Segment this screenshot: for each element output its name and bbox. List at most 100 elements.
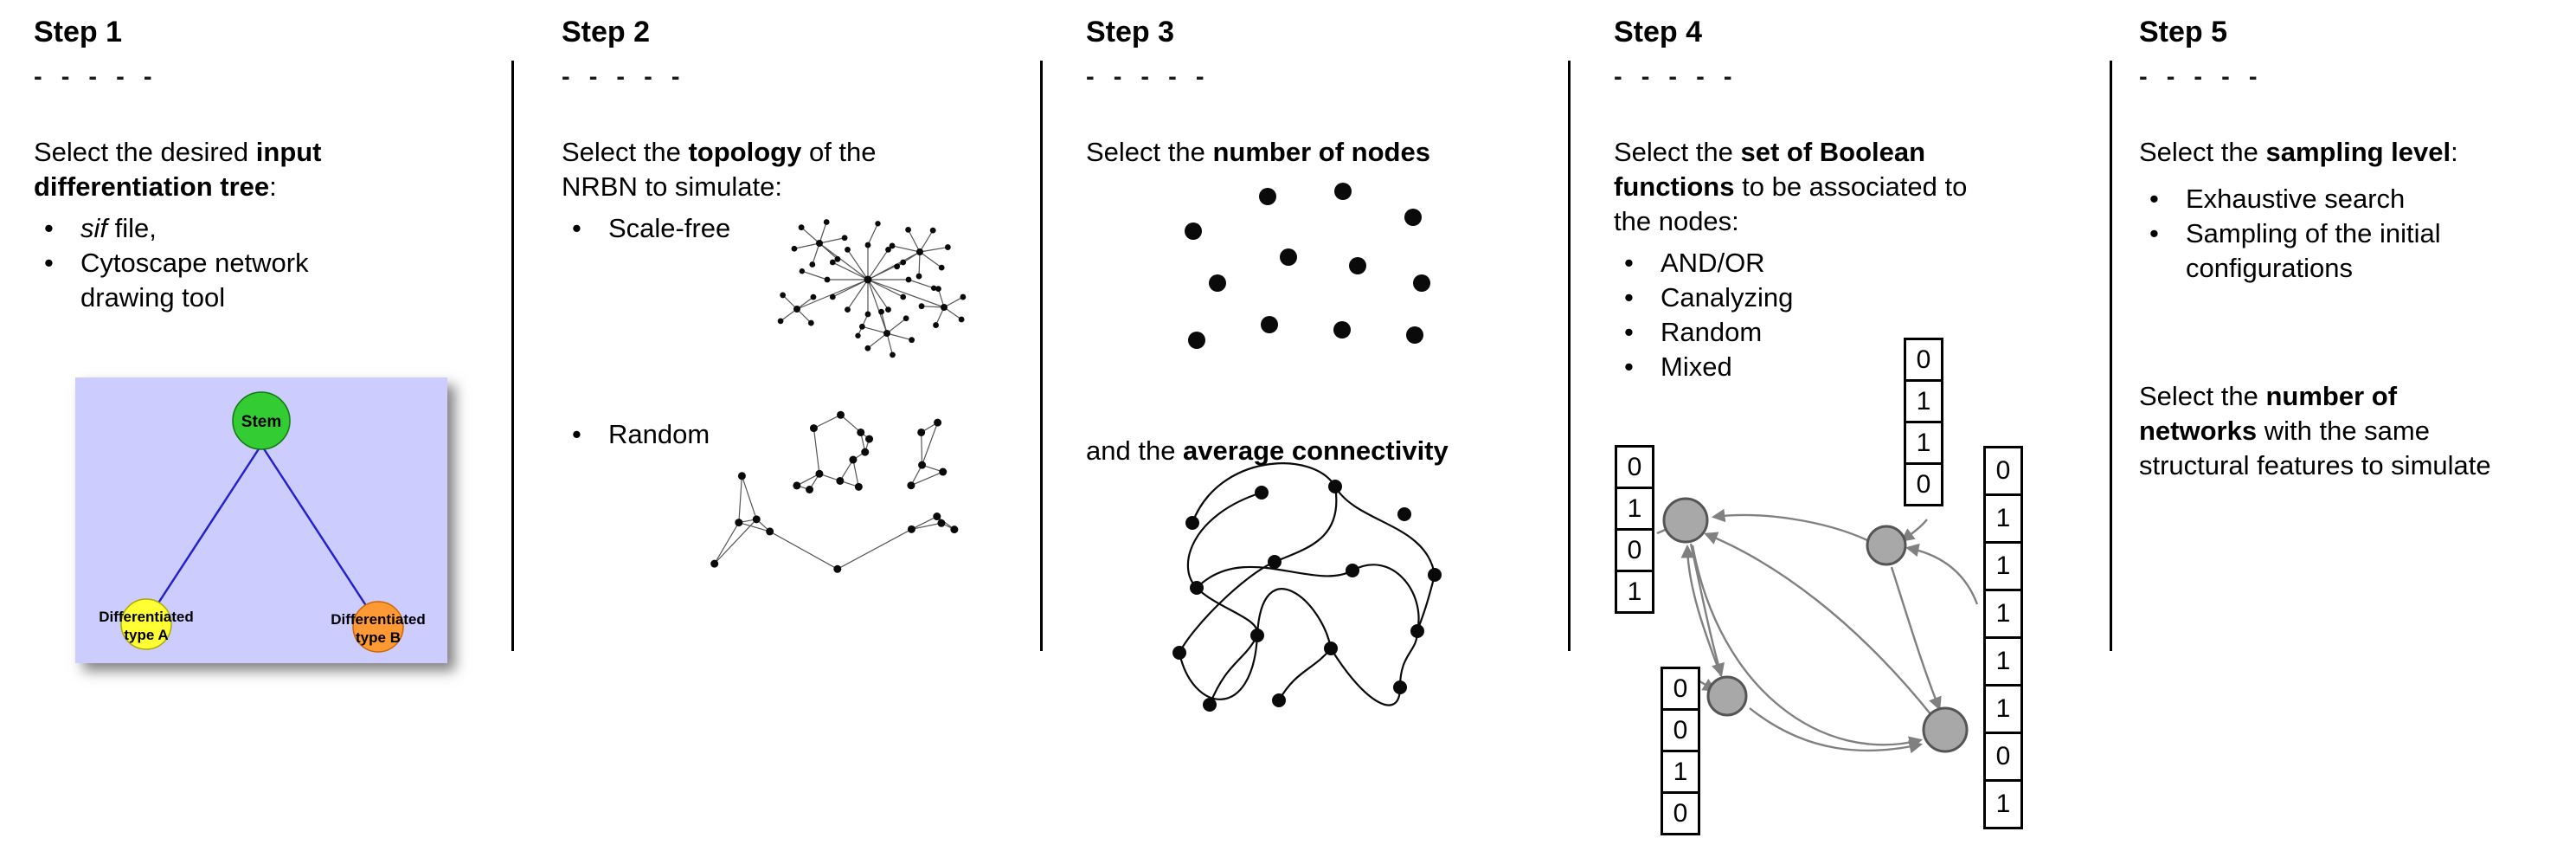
bullet-text: Scale-free [608,212,731,243]
bullet-text: Exhaustive search [2186,183,2406,214]
truth-table-top: 0 1 1 0 [1904,338,1943,506]
differentiation-tree-svg: Stem Differentiated type A Differentiate… [75,377,447,663]
type-a-node [120,598,172,650]
type-b-label-line2: type B [356,629,401,646]
list-item: • Exhaustive search [2139,182,2520,216]
step3-title: Step 3 [1086,16,1175,48]
step4-column: Step 4 - - - - - Select the set of Boole… [1614,16,2023,835]
truth-table-cell: 1 [1983,589,2023,639]
truth-table-cell: 0 [1661,791,1700,835]
list-item: • Random [1614,315,1995,350]
type-b-node [352,601,404,653]
truth-table-cell: 1 [1983,636,2023,687]
truth-table-cell: 1 [1983,779,2023,829]
bullet-text: Mixed [1661,351,1732,382]
step2-bullets: • Scale-free [562,211,942,246]
step5-networks-text: Select the number of networks with the s… [2139,380,2491,480]
truth-table-cell: 1 [1983,493,2023,544]
truth-table-cell: 1 [1983,541,2023,591]
column-divider [2110,61,2112,651]
list-item: • AND/OR [1614,246,1995,280]
column-divider [1568,61,1571,651]
bullet-text: sif file, [80,212,157,243]
truth-table-cell: 0 [1983,446,2023,496]
truth-table-cell: 0 [1661,708,1700,752]
bullet-text: Random [608,419,710,449]
truth-table-cell: 0 [1661,667,1700,711]
bullet-marker: • [44,247,54,278]
type-b-label-line1: Differentiated [331,611,426,628]
list-item: • Mixed [1614,350,1995,384]
truth-table-cell: 1 [1904,421,1943,465]
list-item: • Canalyzing [1614,280,1995,315]
step1-intro: Select the desired input differentiation… [34,137,322,202]
bullet-marker: • [572,419,581,449]
truth-table-cell: 0 [1904,338,1943,382]
list-item: • Scale-free [562,211,942,246]
tree-edge-right [260,444,380,625]
bullet-marker: • [1624,281,1634,313]
bullet-marker: • [1624,316,1634,347]
differentiation-tree-graphic: Stem Differentiated type A Differentiate… [75,377,447,663]
truth-table-cell: 0 [1615,445,1654,489]
truth-table-cell: 0 [1983,732,2023,782]
step4-bullets: • AND/OR • Canalyzing • Random • Mixed [1614,246,1995,384]
boolean-network-graphic [1656,497,1979,754]
step5-dashes: - - - - - [2139,63,2264,91]
step1-dashes: - - - - - [34,63,158,91]
step5-column: Step 5 - - - - - Select the sampling lev… [2139,16,2520,483]
list-item: • sif file, [34,211,406,246]
truth-table-cell: 1 [1615,570,1654,614]
stem-label: Stem [241,413,281,431]
truth-table-left: 0 1 0 1 [1615,445,1654,614]
step5-bullets: • Exhaustive search • Sampling of the in… [2139,182,2520,286]
truth-table-cell: 0 [1904,462,1943,506]
column-divider [1040,61,1043,651]
scale-free-network-graphic [777,219,967,358]
nodes-dots-graphic [1185,183,1430,349]
step3-dashes: - - - - - [1086,63,1211,91]
step5-intro: Select the sampling level: [2139,137,2458,167]
step1-bullets: • sif file, • Cytoscape network drawing … [34,211,406,315]
bullet-marker: • [572,212,581,243]
step4-dashes: - - - - - [1614,63,1738,91]
step2-dashes: - - - - - [562,63,686,91]
bullet-text: Sampling of the initial configurations [2186,217,2441,283]
step3-intro: Select the number of nodes [1086,137,1430,167]
type-a-label-line1: Differentiated [99,609,194,625]
list-item: • Cytoscape network drawing tool [34,246,406,315]
step2-title: Step 2 [562,16,651,48]
bullet-text: Random [1661,316,1763,347]
step2-intro: Select the topology of the NRBN to simul… [562,137,877,202]
truth-table-cell: 1 [1983,684,2023,734]
list-item: • Sampling of the initial configurations [2139,216,2520,286]
truth-table-cell: 0 [1615,528,1654,572]
truth-table-cell: 1 [1661,750,1700,794]
step5-title: Step 5 [2139,16,2228,48]
truth-table-cell: 1 [1904,379,1943,423]
column-divider [511,61,514,651]
random-network-graphic [710,410,959,573]
truth-table-cell: 1 [1615,487,1654,531]
average-connectivity-graphic [1172,462,1442,712]
bullet-marker: • [1624,351,1634,382]
bullet-text: AND/OR [1661,247,1765,278]
bullet-text: Canalyzing [1661,281,1794,313]
stem-node [232,391,291,450]
step4-intro: Select the set of Boolean functions to b… [1614,137,1968,236]
truth-table-right: 0 1 1 1 1 1 0 1 [1983,446,2023,829]
bullet-marker: • [2149,217,2159,248]
step1-column: Step 1 - - - - - Select the desired inpu… [34,16,447,663]
step4-title: Step 4 [1614,16,1703,48]
list-item: • Random [562,417,942,452]
bullet-marker: • [2149,183,2159,214]
bullet-marker: • [1624,247,1634,278]
bullet-text: Cytoscape network drawing tool [80,247,309,313]
type-a-label-line2: type A [124,627,168,643]
bullet-marker: • [44,212,54,243]
step3-connectivity-text: and the average connectivity [1086,435,1449,466]
step3-column: Step 3 - - - - - Select the number of no… [1086,16,1588,712]
truth-table-bottom: 0 0 1 0 [1661,667,1700,835]
step1-title: Step 1 [34,16,123,48]
